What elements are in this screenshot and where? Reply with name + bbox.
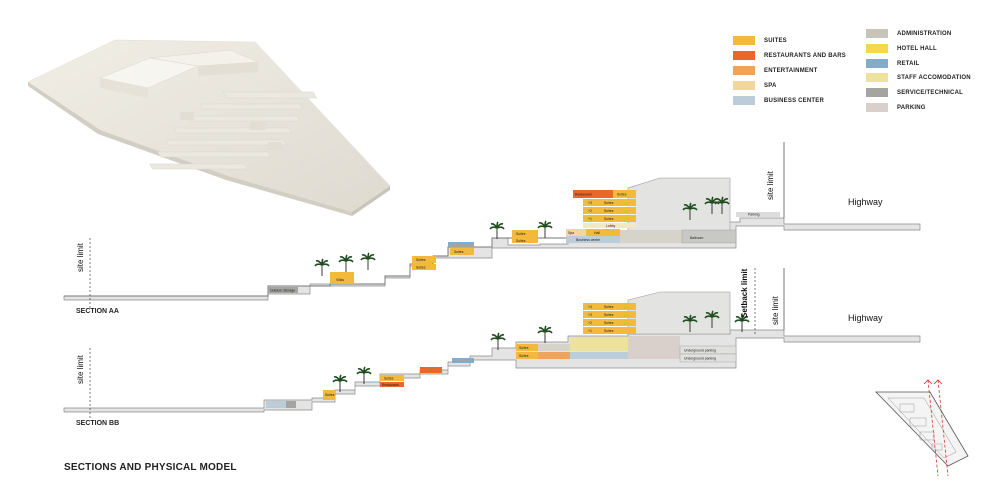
legend-retail: RETAIL bbox=[866, 59, 919, 68]
legend-label: ADMINISTRATION bbox=[897, 30, 952, 37]
aa-suites-a: Suites bbox=[516, 232, 526, 236]
legend-label: RETAIL bbox=[897, 60, 920, 67]
page-title: SECTIONS AND PHYSICAL MODEL bbox=[64, 462, 237, 473]
legend-swatch bbox=[733, 51, 755, 60]
aa-business: Business center bbox=[576, 238, 601, 242]
aa-suites-top: Suites bbox=[617, 193, 627, 197]
bb-suites-3: Suites bbox=[604, 313, 614, 317]
legend-label: ENTERTAINMENT bbox=[764, 67, 818, 74]
aa-suites-d: Suites bbox=[416, 258, 426, 262]
aa-suites-c: Suites bbox=[454, 250, 464, 254]
aa-suites-3: Suites bbox=[604, 201, 614, 205]
legend-swatch bbox=[733, 96, 755, 105]
aa-lobby: Lobby bbox=[606, 224, 616, 228]
bb-floor-2: +2 bbox=[588, 321, 592, 325]
legend-business: BUSINESS CENTER bbox=[733, 96, 824, 105]
legend-swatch bbox=[866, 44, 888, 53]
bb-parking-1: Underground parking bbox=[684, 349, 716, 353]
legend-restaurants: RESTAURANTS AND BARS bbox=[733, 51, 846, 60]
aa-floor-3: +3 bbox=[588, 201, 592, 205]
aa-restaurant: Restaurant bbox=[575, 193, 592, 197]
bb-floor-4: +4 bbox=[588, 305, 592, 309]
section-aa: Restaurant Suites +3 Suites +2 Suites +1… bbox=[63, 142, 921, 308]
legend-label: HOTEL HALL bbox=[897, 45, 937, 52]
legend-swatch bbox=[733, 81, 755, 90]
aa-ballroom: Ballroom bbox=[690, 236, 704, 240]
key-plan bbox=[875, 379, 969, 477]
legend-hotel-hall: HOTEL HALL bbox=[866, 44, 937, 53]
legend-swatch bbox=[733, 66, 755, 75]
legend-label: PARKING bbox=[897, 104, 926, 111]
legend-spa: SPA bbox=[733, 81, 777, 90]
legend-swatch bbox=[866, 88, 888, 97]
aa-villas: Villas bbox=[336, 278, 344, 282]
aa-parking: Parking bbox=[748, 213, 760, 217]
legend-label: RESTAURANTS AND BARS bbox=[764, 52, 846, 59]
bb-restaurant: Restaurant bbox=[382, 383, 399, 387]
legend-label: BUSINESS CENTER bbox=[764, 97, 825, 104]
bb-floor-1: +1 bbox=[588, 329, 592, 333]
legend-swatch bbox=[866, 103, 888, 112]
aa-suites-e: Suites bbox=[416, 266, 426, 270]
legend-label: SUITES bbox=[764, 37, 787, 44]
legend-label: SERVICE/TECHNICAL bbox=[897, 89, 963, 96]
bb-suites-d: Suites bbox=[325, 393, 335, 397]
bb-floor-3: +3 bbox=[588, 313, 592, 317]
physical-model bbox=[27, 39, 391, 216]
aa-highway-label: Highway bbox=[848, 197, 883, 207]
aa-site-limit-right: site limit bbox=[766, 171, 775, 200]
legend-entertainment: ENTERTAINMENT bbox=[733, 66, 818, 75]
bb-suites-c: Suites bbox=[384, 377, 394, 381]
legend-parking: PARKING bbox=[866, 103, 926, 112]
aa-suites-b: Suites bbox=[516, 239, 526, 243]
aa-site-limit-left: site limit bbox=[76, 243, 85, 272]
section-bb-label: SECTION BB bbox=[76, 420, 120, 427]
aa-suites-1: Suites bbox=[604, 217, 614, 221]
legend-suites: SUITES bbox=[733, 36, 787, 45]
legend-swatch bbox=[866, 29, 888, 38]
aa-suites-2: Suites bbox=[604, 209, 614, 213]
legend-swatch bbox=[733, 36, 755, 45]
aa-storage: Outdoor Storage bbox=[270, 289, 295, 293]
bb-setback-limit: Setback limit bbox=[740, 268, 749, 318]
bb-suites-2: Suites bbox=[604, 321, 614, 325]
legend-label: SPA bbox=[764, 82, 777, 89]
legend-staff: STAFF ACCOMODATION bbox=[866, 73, 971, 82]
aa-floor-1: +1 bbox=[588, 217, 592, 221]
bb-suites-4: Suites bbox=[604, 305, 614, 309]
aa-spa: Spa bbox=[568, 231, 574, 235]
bb-suites-1: Suites bbox=[604, 329, 614, 333]
bb-site-limit-left: site limit bbox=[76, 355, 85, 384]
aa-floor-2: +2 bbox=[588, 209, 592, 213]
legend-service: SERVICE/TECHNICAL bbox=[866, 88, 963, 97]
section-bb: +4 Suites +3 Suites +2 Suites +1 Suites … bbox=[63, 268, 921, 420]
bb-parking-2: Underground parking bbox=[684, 357, 716, 361]
legend-label: STAFF ACCOMODATION bbox=[897, 74, 971, 81]
bb-suites-b: Suites bbox=[519, 354, 529, 358]
bb-site-limit-right: site limit bbox=[771, 296, 780, 325]
aa-hall: Hall bbox=[594, 231, 600, 235]
section-aa-label: SECTION AA bbox=[76, 308, 119, 315]
legend-swatch bbox=[866, 59, 888, 68]
bb-highway-label: Highway bbox=[848, 313, 883, 323]
bb-suites-a: Suites bbox=[519, 346, 529, 350]
legend-swatch bbox=[866, 73, 888, 82]
legend-administration: ADMINISTRATION bbox=[866, 29, 951, 38]
